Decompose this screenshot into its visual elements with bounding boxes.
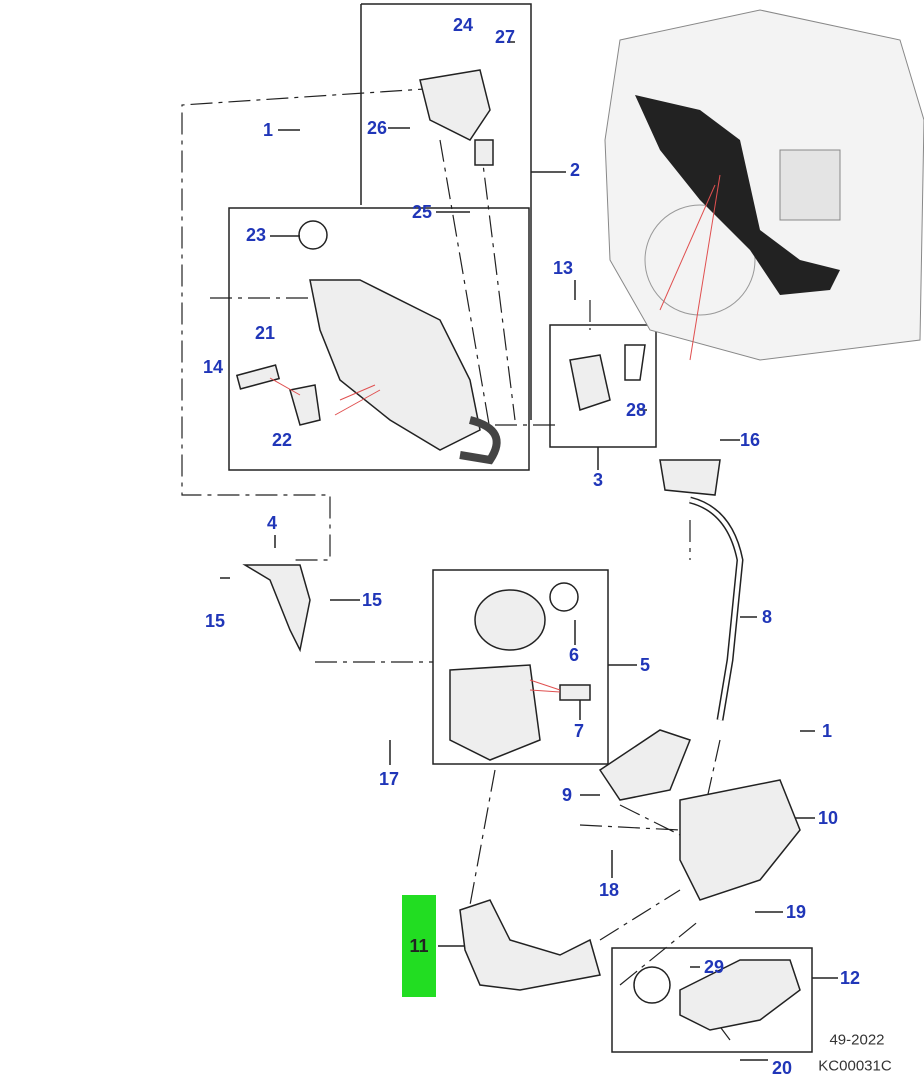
callout-13[interactable]: 13 [552, 258, 574, 278]
callout-22[interactable]: 22 [271, 430, 293, 450]
callout-23[interactable]: 23 [245, 225, 267, 245]
callout-5[interactable]: 5 [639, 655, 651, 675]
callout-15b[interactable]: 15 [204, 611, 226, 631]
callout-14[interactable]: 14 [202, 357, 224, 377]
callout-11[interactable]: 11 [409, 936, 429, 956]
callout-3[interactable]: 3 [592, 470, 604, 490]
callout-1[interactable]: 1 [262, 120, 274, 140]
callout-18[interactable]: 18 [598, 880, 620, 900]
callout-7[interactable]: 7 [573, 721, 585, 741]
callout-27[interactable]: 27 [494, 27, 516, 47]
callout-2[interactable]: 2 [569, 160, 581, 180]
frame-12 [611, 947, 813, 1053]
callout-9[interactable]: 9 [561, 785, 573, 805]
frame-5 [432, 569, 609, 765]
highlighted-part-marker [402, 895, 436, 997]
engine-illustration [604, 9, 924, 361]
callout-4[interactable]: 4 [266, 513, 278, 533]
callout-17[interactable]: 17 [378, 769, 400, 789]
frame-2 [361, 3, 532, 420]
callout-24[interactable]: 24 [452, 15, 474, 35]
callout-8[interactable]: 8 [761, 607, 773, 627]
callout-15[interactable]: 15 [361, 590, 383, 610]
callout-12[interactable]: 12 [839, 968, 861, 988]
parts [235, 69, 801, 1031]
callout-1b[interactable]: 1 [821, 721, 833, 741]
callout-19[interactable]: 19 [785, 902, 807, 922]
callout-26[interactable]: 26 [366, 118, 388, 138]
callout-29[interactable]: 29 [703, 957, 725, 977]
callout-6[interactable]: 6 [568, 645, 580, 665]
callout-10[interactable]: 10 [817, 808, 839, 828]
callout-21[interactable]: 21 [254, 323, 276, 343]
callout-28[interactable]: 28 [625, 400, 647, 420]
callout-20[interactable]: 20 [771, 1058, 793, 1078]
callout-25[interactable]: 25 [411, 202, 433, 222]
callout-16[interactable]: 16 [739, 430, 761, 450]
frame-3 [549, 324, 657, 448]
footer-date: 49-2022 [829, 1031, 885, 1049]
frame-egr-cooler [228, 207, 530, 471]
footer-code: KC00031C [818, 1057, 892, 1075]
